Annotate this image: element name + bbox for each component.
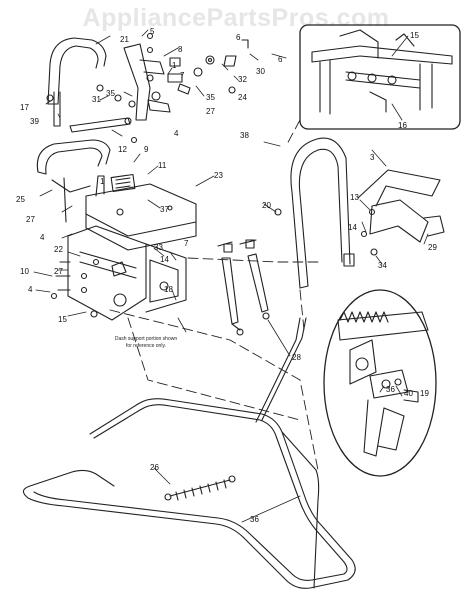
callout-27-mid: 27 (54, 267, 63, 276)
dash-support (50, 225, 187, 321)
shaft (69, 117, 132, 133)
callout-11: 11 (158, 161, 167, 170)
callout-6: 6 (278, 55, 283, 64)
callout-6-hw: 6 (236, 33, 241, 42)
callout-labels: 21 5 8 1 7 6 30 6 32 24 35 27 4 35 31 17… (16, 27, 437, 524)
callout-27-top: 27 (206, 107, 215, 116)
callout-18: 18 (164, 285, 173, 294)
handle-upper (47, 37, 107, 127)
callout-29: 29 (428, 243, 437, 252)
callout-12: 12 (118, 145, 127, 154)
callout-1: 1 (100, 177, 105, 186)
callout-21: 21 (120, 35, 129, 44)
callout-36: 36 (250, 515, 259, 524)
callout-36-inset: 36 (386, 385, 395, 394)
callout-19: 19 (420, 389, 429, 398)
callout-39: 39 (30, 117, 39, 126)
callout-3: 3 (370, 153, 375, 162)
callout-27-left: 27 (26, 215, 35, 224)
callout-20: 20 (262, 201, 271, 210)
callout-2: 1 (172, 61, 177, 70)
callout-23: 23 (214, 171, 223, 180)
callout-4-top: 4 (174, 129, 179, 138)
callout-35-right: 35 (206, 93, 215, 102)
reference-note-line1: Dash support portion shown (115, 336, 177, 342)
callout-4-left: 4 (40, 233, 45, 242)
callout-37: 37 (160, 205, 169, 214)
callout-25: 25 (16, 195, 25, 204)
control-arm (123, 43, 171, 121)
callout-22: 22 (54, 245, 63, 254)
reference-note: Dash support portion shown for reference… (115, 336, 177, 349)
callout-7-top: 7 (180, 71, 185, 80)
callout-5: 5 (150, 27, 155, 36)
hardware-top (46, 32, 249, 144)
detail-inset-top (299, 24, 461, 130)
callout-13: 13 (350, 193, 359, 202)
dash-panel (85, 173, 197, 251)
callout-17: 17 (20, 103, 29, 112)
callout-40: 40 (404, 389, 413, 398)
callout-10: 10 (20, 267, 29, 276)
detail-inset-oval (323, 289, 437, 477)
guide-lines (109, 119, 321, 471)
callout-31: 31 (92, 95, 101, 104)
callout-35: 35 (106, 89, 115, 98)
callout-32: 32 (238, 75, 247, 84)
callout-4-bottom: 4 (28, 285, 33, 294)
gas-springs (217, 239, 270, 336)
callout-8: 8 (178, 45, 183, 54)
callout-33: 33 (154, 243, 163, 252)
callout-28: 28 (292, 353, 301, 362)
callout-7: 7 (184, 239, 189, 248)
cable-spring (164, 475, 236, 501)
callout-9: 9 (144, 145, 149, 154)
callout-16: 16 (398, 121, 407, 130)
callout-34: 34 (378, 261, 387, 270)
callout-30: 30 (256, 67, 265, 76)
reference-note-line2: for reference only. (126, 343, 166, 349)
callout-14-right: 14 (348, 223, 357, 232)
cable-loop (22, 317, 356, 589)
callout-15: 15 (58, 315, 67, 324)
side-bracket (274, 169, 445, 256)
callout-24: 24 (238, 93, 247, 102)
leader-lines (33, 29, 429, 523)
callout-26: 26 (150, 463, 159, 472)
handle-lower (36, 139, 111, 223)
callout-14: 14 (160, 255, 169, 264)
hand-bar (290, 137, 355, 289)
callout-15-inset: 15 (410, 31, 419, 40)
site-watermark: AppliancePartsPros.com (82, 4, 390, 32)
callout-38: 38 (240, 131, 249, 140)
